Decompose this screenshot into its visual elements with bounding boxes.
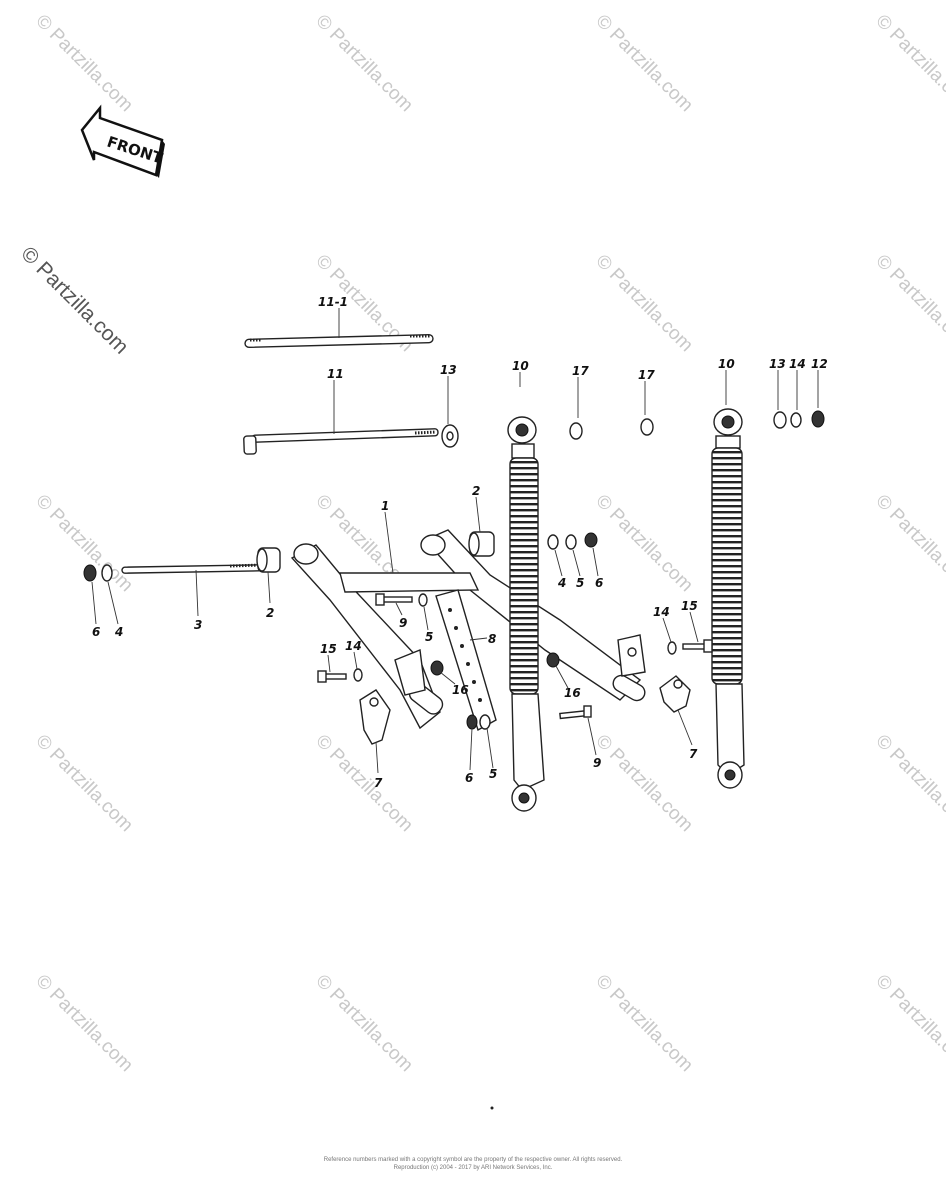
watermark: © Partzilla.com <box>311 731 416 836</box>
watermark: © Partzilla.com <box>591 731 696 836</box>
spacer-17 <box>569 422 583 440</box>
callout-label: 4 <box>114 625 123 639</box>
callout-label: 6 <box>92 625 100 639</box>
callout-label: 16 <box>452 683 469 697</box>
bolt-11 <box>243 428 439 455</box>
watermark: © Partzilla.com <box>311 11 416 116</box>
callout-label: 9 <box>399 616 407 630</box>
callout-label: 5 <box>576 576 584 590</box>
leader-lines <box>91 308 819 774</box>
bolt-15 <box>317 670 347 683</box>
nut-6 <box>584 532 598 548</box>
watermark: © Partzilla.com <box>311 971 416 1076</box>
callout-label: 2 <box>472 484 480 498</box>
watermark: © Partzilla.com <box>591 491 696 596</box>
shock-absorber-10-left <box>507 416 545 812</box>
watermark: © Partzilla.com <box>871 251 946 356</box>
callout-label: 2 <box>266 606 274 620</box>
callout-label: 15 <box>320 642 337 656</box>
axle-3 <box>121 563 263 574</box>
callout-label: 17 <box>572 364 589 378</box>
callout-label: 7 <box>374 776 383 790</box>
nut-16 <box>430 660 444 676</box>
callout-label: 7 <box>689 747 698 761</box>
bolt-9 <box>559 705 592 720</box>
callout-label: 10 <box>512 359 529 373</box>
watermark: © Partzilla.com <box>871 11 946 116</box>
stray-dot <box>490 1106 494 1110</box>
callout-label: 5 <box>489 767 497 781</box>
corner-watermark: © Partzilla.com <box>16 242 132 358</box>
nut-16 <box>546 652 560 668</box>
callout-label: 14 <box>653 605 670 619</box>
washer-14 <box>790 412 802 428</box>
lock-washer-5 <box>565 534 577 550</box>
callout-label: 11-1 <box>318 295 348 309</box>
callout-label: 15 <box>681 599 698 613</box>
callout-label: 3 <box>194 618 202 632</box>
callout-label: 10 <box>718 357 735 371</box>
washer-4 <box>547 534 559 550</box>
callout-label: 8 <box>488 632 496 646</box>
callout-label: 14 <box>789 357 806 371</box>
callout-label: 17 <box>638 368 655 382</box>
callout-label: 5 <box>425 630 433 644</box>
watermark: © Partzilla.com <box>591 251 696 356</box>
front-arrow-icon: FRONT <box>80 104 166 178</box>
adjuster-plate-8 <box>435 589 497 732</box>
washer-14 <box>667 641 677 655</box>
bushing-2-left <box>256 547 281 573</box>
bushing-2-right <box>468 531 495 557</box>
copyright-footer-line-2: Reproduction (c) 2004 - 2017 by ARI Netw… <box>393 1165 553 1171</box>
bolt-15 <box>682 639 713 653</box>
watermark: © Partzilla.com <box>31 731 136 836</box>
callout-label: 13 <box>769 357 786 371</box>
callout-label: 12 <box>811 357 828 371</box>
chain-adjuster-7-left <box>359 689 391 745</box>
watermark: © Partzilla.com <box>31 491 136 596</box>
nut-6 <box>466 714 478 730</box>
watermark: © Partzilla.com <box>871 731 946 836</box>
chain-adjuster-7-right <box>659 675 691 713</box>
callout-label: 11 <box>327 367 344 381</box>
nut-6 <box>83 564 97 582</box>
nut-12 <box>811 410 825 428</box>
watermark: © Partzilla.com <box>591 971 696 1076</box>
watermark: © Partzilla.com <box>871 491 946 596</box>
callout-label: 1 <box>381 499 389 513</box>
lock-washer-5 <box>418 593 428 607</box>
watermark: © Partzilla.com <box>871 971 946 1076</box>
callout-label: 16 <box>564 686 581 700</box>
callout-label: 14 <box>345 639 362 653</box>
washer-13 <box>773 411 787 429</box>
copyright-footer-line-1: Reference numbers marked with a copyrigh… <box>323 1157 623 1163</box>
callout-label: 13 <box>440 363 457 377</box>
callout-label: 6 <box>595 576 603 590</box>
shock-absorber-10-right <box>711 408 745 789</box>
spacer-17 <box>640 418 654 436</box>
watermark: © Partzilla.com <box>31 11 136 116</box>
callout-label: 6 <box>465 771 473 785</box>
callout-label: 4 <box>557 576 566 590</box>
watermark: © Partzilla.com <box>591 11 696 116</box>
watermark: © Partzilla.com <box>31 971 136 1076</box>
bolt-9 <box>375 593 413 606</box>
washer-14 <box>353 668 363 682</box>
callout-label: 9 <box>593 756 601 770</box>
lock-washer-5 <box>479 714 491 730</box>
washer-4 <box>101 564 113 582</box>
callout-labels: 11-1 11 13 10 17 17 10 13 14 12 1 2 2 3 … <box>92 295 828 790</box>
